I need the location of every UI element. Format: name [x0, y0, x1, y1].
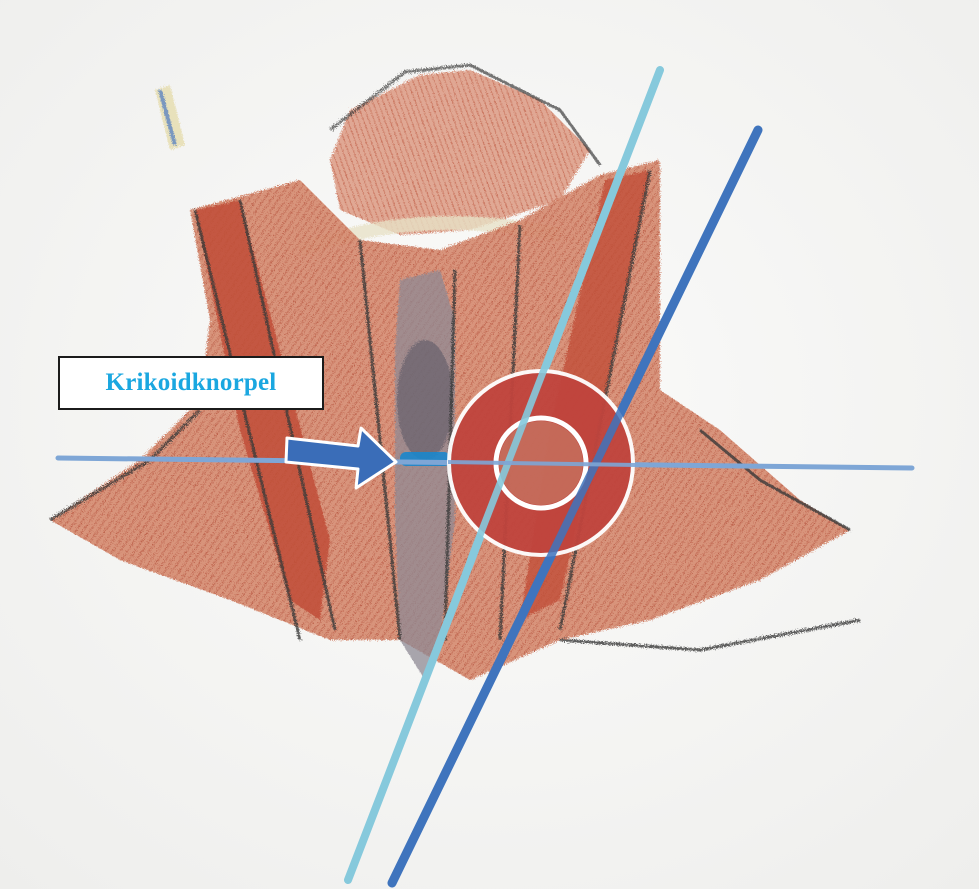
thyroid-cartilage	[397, 340, 453, 460]
annotation-label: Krikoidknorpel	[106, 369, 277, 397]
annotation-label-box: Krikoidknorpel	[58, 356, 324, 410]
